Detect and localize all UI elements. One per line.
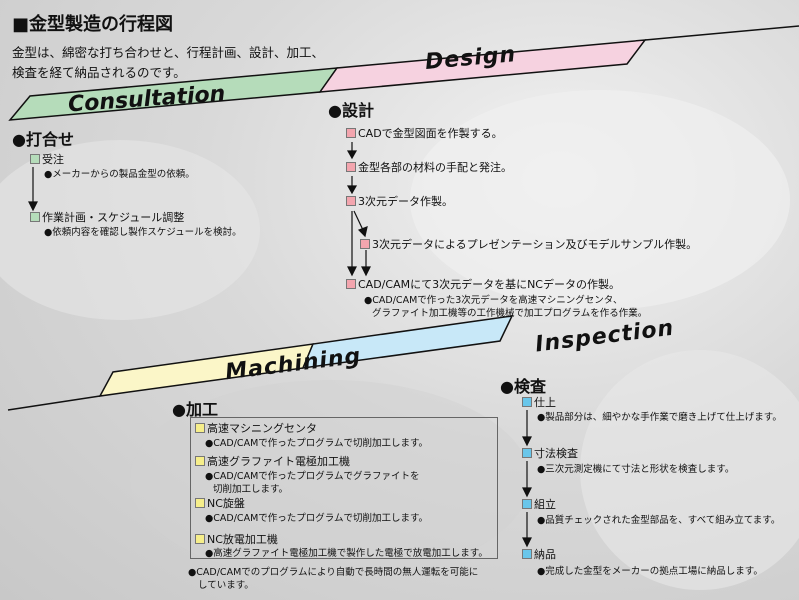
consultation-item: 作業計画・スケジュール調整 — [30, 209, 184, 225]
inspection-item: 寸法検査 — [522, 445, 578, 461]
arrows — [28, 142, 532, 548]
square-icon — [522, 549, 532, 559]
machining-note: ●CAD/CAMで作ったプログラムで切削加工します。 — [205, 438, 429, 449]
machining-item: 高速グラファイト電極加工機 — [195, 453, 350, 469]
design-note: ●CAD/CAMで作った3次元データを高速マシニングセンタ、 — [364, 295, 623, 306]
inspection-note: ●品質チェックされた金型部品を、すべて組み立てます。 — [537, 515, 781, 526]
square-icon — [522, 397, 532, 407]
square-icon — [360, 239, 370, 249]
square-icon — [195, 498, 205, 508]
inspection-heading: ●検査 — [500, 377, 546, 396]
square-icon — [195, 423, 205, 433]
square-icon — [346, 279, 356, 289]
inspection-note: ●完成した金型をメーカーの拠点工場に納品します。 — [537, 566, 763, 577]
consultation-note: ●メーカーからの製品金型の依頼。 — [44, 169, 195, 180]
square-icon — [195, 534, 205, 544]
machining-item: NC放電加工機 — [195, 531, 278, 547]
machining-footnote: ●CAD/CAMでのプログラムにより自動で長時間の無人運転を可能に — [188, 567, 479, 578]
square-icon — [522, 499, 532, 509]
machining-box — [190, 417, 498, 559]
square-icon — [346, 128, 356, 138]
inspection-note: ●三次元測定機にて寸法と形状を検査します。 — [537, 464, 735, 475]
design-heading: ●設計 — [328, 101, 374, 120]
design-item: 3次元データ作製。 — [346, 193, 453, 209]
machining-footnote: しています。 — [198, 580, 254, 591]
inspection-item: 仕上 — [522, 394, 556, 410]
design-item: 3次元データによるプレゼンテーション及びモデルサンプル作製。 — [360, 236, 697, 252]
design-note: グラファイト加工機等の工作機械で加工プログラムを作る作業。 — [372, 308, 648, 319]
design-item: CAD/CAMにて3次元データを基にNCデータの作製。 — [346, 276, 620, 292]
machining-item: NC旋盤 — [195, 495, 245, 511]
square-icon — [30, 154, 40, 164]
intro-line-1: 金型は、綿密な打ち合わせと、行程計画、設計、加工、 — [12, 45, 325, 60]
inspection-item: 納品 — [522, 546, 556, 562]
machining-note: ●高速グラファイト電極加工機で製作した電極で放電加工します。 — [205, 548, 488, 559]
design-item: 金型各部の材料の手配と発注。 — [346, 159, 512, 175]
machining-note: ●CAD/CAMで作ったプログラムで切削加工します。 — [205, 513, 429, 524]
machining-note: ●CAD/CAMで作ったプログラムでグラファイトを — [205, 471, 420, 482]
square-icon — [195, 456, 205, 466]
inspection-item: 組立 — [522, 496, 556, 512]
intro-line-2: 検査を経て納品されるのです。 — [12, 65, 186, 80]
square-icon — [30, 212, 40, 222]
machining-note: 切削加工します。 — [213, 484, 289, 495]
machining-heading: ●加工 — [172, 400, 218, 419]
machining-item: 高速マシニングセンタ — [195, 420, 317, 436]
consultation-heading: ●打合せ — [12, 130, 74, 149]
design-item: CADで金型図面を作製する。 — [346, 125, 503, 141]
square-icon — [346, 196, 356, 206]
inspection-note: ●製品部分は、細やかな手作業で磨き上げて仕上げます。 — [537, 412, 782, 423]
consultation-note: ●依頼内容を確認し製作スケジュールを検討。 — [44, 227, 242, 238]
square-icon — [346, 162, 356, 172]
consultation-item: 受注 — [30, 151, 64, 167]
square-icon — [522, 448, 532, 458]
inspection-band — [301, 315, 514, 369]
page-title: ■金型製造の行程図 — [12, 14, 174, 35]
